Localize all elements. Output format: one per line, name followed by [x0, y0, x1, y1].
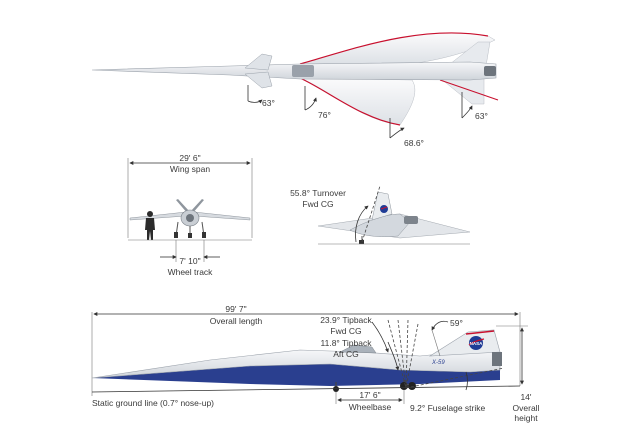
turnover-view: 55.8° Turnover Fwd CG: [290, 185, 471, 245]
wheelbase-value: 17' 6": [359, 390, 380, 400]
side-engine-nozzle: [492, 352, 502, 366]
wheel-track-value: 7' 10": [179, 256, 200, 266]
front-view-intake: [186, 214, 194, 222]
wing-span-label: Wing span: [170, 164, 210, 174]
top-angle-outer-wing: 68.6°: [404, 138, 424, 148]
tipback-aft-line1: 11.8° Tipback: [321, 338, 373, 348]
tipback-fwd-line2: Fwd CG: [330, 326, 361, 336]
wing-span-value: 29' 6": [179, 153, 200, 163]
overall-length-label: Overall length: [210, 316, 263, 326]
turnover-label-line2: Fwd CG: [302, 199, 333, 209]
side-tail-code: X-59: [431, 360, 445, 366]
turnover-intake: [404, 216, 418, 224]
tipback-aft-line2: Aft CG: [333, 349, 359, 359]
static-ground-line-label: Static ground line (0.7° nose-up): [92, 398, 214, 408]
overall-height-line1: Overall: [513, 403, 540, 413]
side-nose-wheel: [333, 386, 339, 392]
front-view-tail-left: [176, 199, 190, 214]
side-tail-red-stripe: [465, 330, 495, 335]
side-canopy: [339, 344, 377, 354]
overall-length-value: 99' 7": [225, 304, 246, 314]
fuselage-strike-label: 9.2° Fuselage strike: [410, 403, 485, 413]
top-angle-canard: 63°: [262, 98, 275, 108]
overall-height-line2: height: [514, 413, 538, 423]
turnover-label-line1: 55.8° Turnover: [290, 188, 346, 198]
top-view-wing-lower-stripe: [299, 77, 401, 126]
tail-angle-label: 59°: [450, 318, 463, 328]
overall-height-value: 14': [520, 392, 531, 402]
top-view-canard: [244, 53, 273, 89]
top-angle-tail: 63°: [475, 111, 488, 121]
wheelbase-label: Wheelbase: [349, 402, 392, 412]
top-view-wing-upper-stripe: [299, 32, 489, 65]
front-view: 29' 6" Wing span 7' 10" Wheel track: [127, 153, 253, 277]
top-view-inlet: [292, 65, 314, 77]
top-view: 63° 76° 68.6° 63°: [91, 32, 499, 148]
side-nasa-meatball: [469, 336, 483, 350]
front-view-tail-right: [190, 199, 204, 214]
person-figure: [145, 211, 155, 240]
side-vertical-tail: [428, 329, 501, 357]
side-view: 99' 7" Overall length NASA X-59 Static g…: [91, 304, 540, 423]
side-nasa-logo-text: NASA: [470, 341, 484, 346]
tipback-fwd-line1: 23.9° Tipback: [320, 315, 372, 325]
top-view-engine-nozzle: [484, 66, 496, 76]
top-view-tail-lower-stripe: [439, 79, 499, 101]
top-angle-inner-wing: 76°: [318, 110, 331, 120]
side-fuselage-blue-belly: [92, 364, 500, 386]
wheel-track-label: Wheel track: [168, 267, 214, 277]
